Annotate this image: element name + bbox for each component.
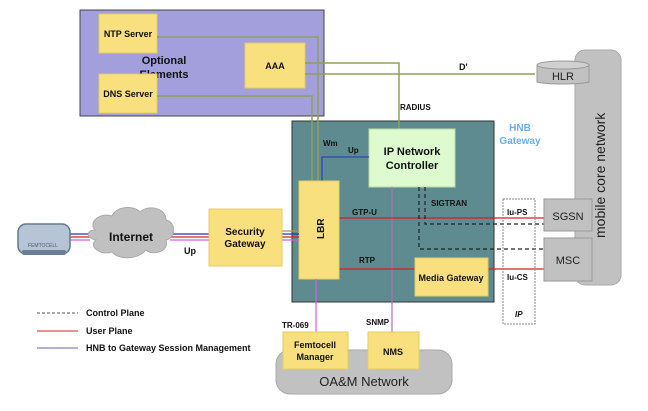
security-gateway[interactable]: Security Gateway (208, 208, 283, 267)
legend-label-session: HNB to Gateway Session Management (86, 343, 251, 353)
ip-transport-box (502, 198, 536, 325)
svg-text:AAA: AAA (265, 61, 285, 71)
hlr-database[interactable]: HLR (536, 60, 590, 85)
optional-title-1: Optional (142, 55, 187, 67)
control-plane-links (418, 187, 544, 250)
svg-text:DNS Server: DNS Server (103, 89, 153, 99)
mobile-core-title: mobile core network (592, 112, 608, 238)
label-radius: RADIUS (400, 103, 431, 112)
label-tr069: TR-069 (282, 321, 309, 330)
svg-text:Security: Security (225, 227, 265, 238)
access-links (68, 230, 299, 241)
ip-network-controller[interactable]: IP Network Controller (368, 128, 456, 188)
svg-text:Manager: Manager (296, 352, 334, 362)
label-snmp: SNMP (366, 318, 390, 327)
svg-text:NMS: NMS (383, 347, 403, 357)
label-rtp: RTP (359, 256, 376, 265)
svg-text:SGSN: SGSN (552, 211, 583, 223)
svg-text:IP Network: IP Network (384, 146, 442, 158)
dns-server[interactable]: DNS Server (98, 73, 158, 114)
legend-label-control: Control Plane (86, 308, 145, 318)
nms[interactable]: NMS (367, 331, 420, 370)
svg-text:LBR: LBR (316, 218, 327, 239)
msc[interactable]: MSC (543, 237, 593, 282)
label-sigtran: SIGTRAN (431, 199, 467, 208)
svg-text:Controller: Controller (386, 160, 439, 172)
oam-title: OA&M Network (319, 374, 409, 389)
label-up-outer: Up (184, 246, 196, 256)
hnb-title-2: Gateway (499, 136, 541, 147)
label-up-inner: Up (348, 146, 359, 155)
label-ip: IP (515, 310, 523, 319)
label-d-prime: D' (459, 62, 468, 72)
legend-label-user: User Plane (86, 326, 133, 336)
legend: Control Plane User Plane HNB to Gateway … (37, 308, 251, 353)
sgsn[interactable]: SGSN (543, 198, 593, 232)
optional-links (157, 36, 535, 181)
label-wm: Wm (323, 139, 338, 148)
femtocell-manager[interactable]: Femtocell Manager (282, 331, 349, 370)
aaa-server[interactable]: AAA (244, 42, 306, 89)
svg-text:MSC: MSC (556, 255, 581, 267)
svg-text:Internet: Internet (109, 230, 153, 244)
label-iu-ps: Iu-PS (507, 208, 528, 217)
hnb-title-1: HNB (509, 123, 531, 134)
svg-text:NTP Server: NTP Server (104, 29, 153, 39)
up-link (321, 156, 369, 181)
media-gateway[interactable]: Media Gateway (414, 257, 489, 297)
svg-text:Media Gateway: Media Gateway (418, 273, 483, 283)
ntp-server[interactable]: NTP Server (98, 13, 158, 54)
internet-cloud-icon[interactable]: Internet (87, 207, 174, 259)
label-gtp-u: GTP-U (352, 208, 377, 217)
femtocell-device-icon[interactable]: FEMTOCELL (17, 223, 71, 255)
svg-text:Gateway: Gateway (224, 239, 266, 250)
lbr[interactable]: LBR (298, 180, 340, 280)
svg-text:Femtocell: Femtocell (294, 340, 336, 350)
svg-text:HLR: HLR (552, 71, 574, 83)
label-iu-cs: Iu-CS (507, 273, 529, 282)
svg-text:FEMTOCELL: FEMTOCELL (28, 243, 58, 249)
